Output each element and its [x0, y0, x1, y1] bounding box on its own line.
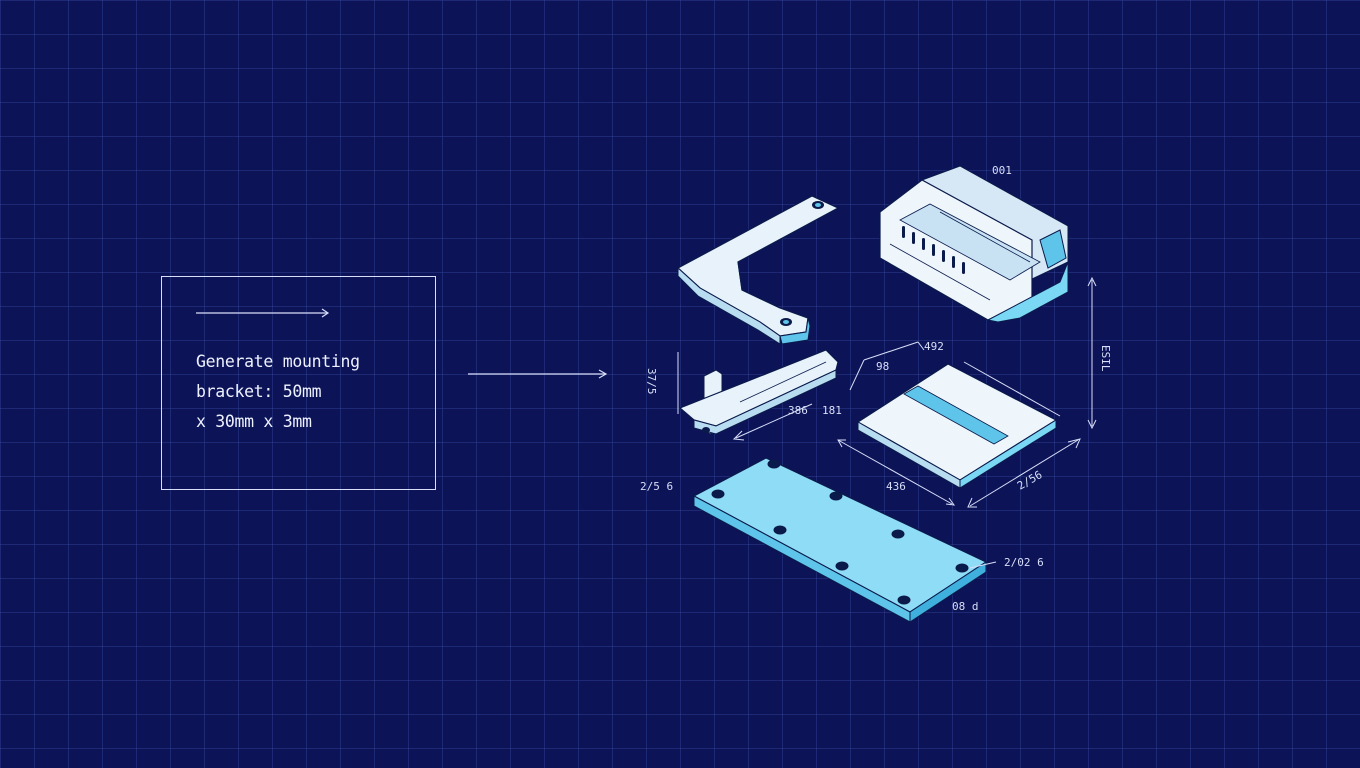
dim-label: 492 — [924, 340, 944, 353]
prompt-line: Generate mounting — [196, 352, 360, 371]
dim-label: 436 — [886, 480, 906, 493]
dimension-lines — [732, 276, 1097, 569]
dim-label: 98 — [876, 360, 889, 373]
base-plate-part — [692, 457, 988, 623]
dim-label: 2/5 6 — [640, 480, 673, 493]
dim-label: 37/5 — [645, 368, 658, 395]
prompt-text: Generate mounting bracket: 50mm x 30mm x… — [196, 347, 426, 437]
dim-label: 08 d — [952, 600, 979, 613]
channel-housing-part — [879, 165, 1069, 323]
connector-arrow-icon — [468, 369, 608, 379]
dim-label: 181 — [822, 404, 842, 417]
prompt-line: bracket: 50mm — [196, 382, 322, 401]
prompt-arrow-icon — [196, 308, 330, 318]
dim-label: ESIL — [1099, 345, 1112, 372]
dim-label: 001 — [992, 164, 1012, 177]
dim-label: 2/02 6 — [1004, 556, 1044, 569]
dim-label: 386 — [788, 404, 808, 417]
prompt-box: Generate mounting bracket: 50mm x 30mm x… — [161, 276, 436, 490]
prompt-line: x 30mm x 3mm — [196, 412, 312, 431]
flat-plate-part — [856, 363, 1058, 489]
l-bracket-part — [676, 195, 840, 345]
cad-exploded-view: 001 2/5 6 ESIL 492 436 2/56 386 181 37/5… — [640, 164, 1112, 623]
dim-label: 2/56 — [1015, 468, 1044, 493]
angle-clip-part — [677, 349, 839, 435]
